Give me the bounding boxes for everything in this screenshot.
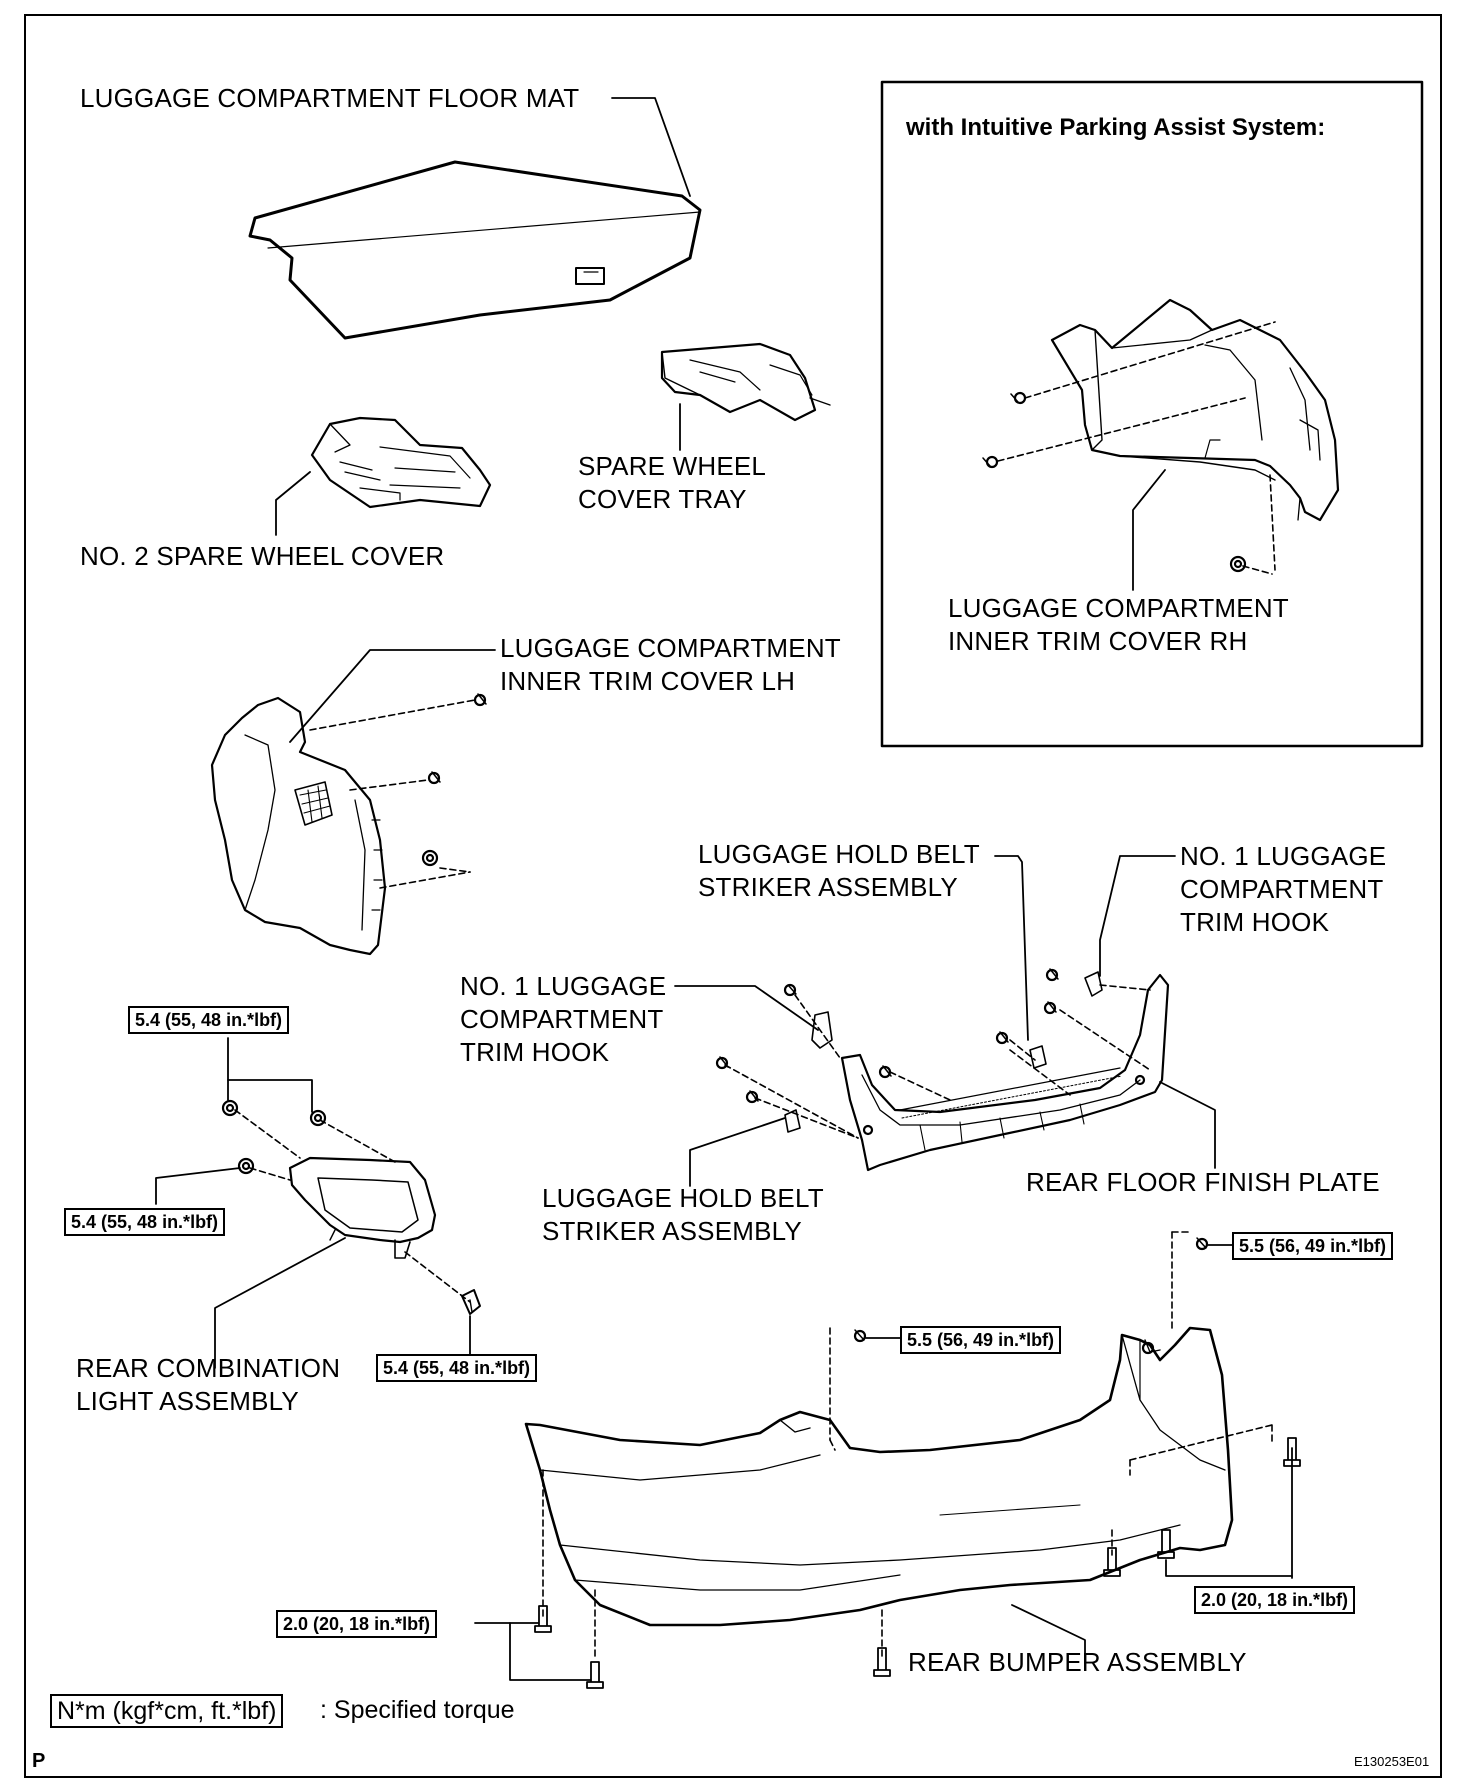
floor-mat-part [248, 160, 702, 340]
inner-trim-cover-lh-clips [421, 693, 487, 867]
label-no1-trim-hook-left: NO. 1 LUGGAGE COMPARTMENT TRIM HOOK [460, 971, 667, 1067]
no2-spare-wheel-cover-leader [275, 471, 311, 536]
floor-mat-leader [611, 97, 691, 197]
rear-bumper-part [524, 1326, 1234, 1627]
torque-light-left: 5.4 (55, 48 in.*lbf) [64, 1208, 226, 1236]
label-hold-belt-striker-bottom: LUGGAGE HOLD BELT STRIKER ASSEMBLY [542, 1183, 824, 1246]
torque-bumper-lower-left: 2.0 (20, 18 in.*lbf) [276, 1610, 438, 1638]
label-inner-trim-cover-lh: LUGGAGE COMPARTMENT INNER TRIM COVER LH [500, 633, 841, 696]
label-inner-trim-cover-rh: LUGGAGE COMPARTMENT INNER TRIM COVER RH [948, 593, 1289, 656]
inner-trim-cover-lh-leader [289, 649, 496, 743]
inner-trim-cover-lh-part [210, 696, 387, 956]
diagram-frame [24, 14, 1442, 1778]
rear-combination-light-part [288, 1156, 437, 1259]
combination-light-torque-leaders [155, 1037, 471, 1369]
legend-text: : Specified torque [320, 1696, 515, 1724]
label-no2-spare-wheel-cover: NO. 2 SPARE WHEEL COVER [80, 541, 445, 571]
label-floor-mat: LUGGAGE COMPARTMENT FLOOR MAT [80, 83, 580, 113]
combination-light-nuts-bolt [221, 1099, 481, 1315]
inner-trim-cover-rh-clips [982, 391, 1247, 573]
label-spare-wheel-cover-tray: SPARE WHEEL COVER TRAY [578, 451, 767, 514]
label-rear-combination-light: REAR COMBINATION LIGHT ASSEMBLY [76, 1353, 341, 1416]
rear-floor-finish-plate-part [840, 973, 1170, 1172]
torque-light-top: 5.4 (55, 48 in.*lbf) [128, 1006, 290, 1034]
figure-code: E130253E01 [1354, 1754, 1430, 1769]
legend-unit-box: N*m (kgf*cm, ft.*lbf) [50, 1694, 284, 1728]
finish-plate-leaders [674, 855, 1216, 1187]
inset-title: with Intuitive Parking Assist System: [906, 114, 1326, 141]
inner-trim-cover-rh-dashed-lines [997, 321, 1276, 575]
bumper-dashed-lines [542, 1231, 1273, 1661]
inner-trim-cover-rh-part [1050, 298, 1340, 522]
no2-spare-wheel-cover-part [310, 416, 492, 509]
label-rear-bumper: REAR BUMPER ASSEMBLY [908, 1647, 1247, 1677]
corner-letter: P [32, 1750, 46, 1772]
label-rear-floor-finish-plate: REAR FLOOR FINISH PLATE [1026, 1167, 1380, 1197]
torque-bumper-lower-right: 2.0 (20, 18 in.*lbf) [1194, 1586, 1356, 1614]
finish-plate-clips-screws [715, 968, 1103, 1133]
label-hold-belt-striker-top: LUGGAGE HOLD BELT STRIKER ASSEMBLY [698, 839, 980, 902]
spare-wheel-cover-tray-part [660, 342, 831, 422]
label-no1-trim-hook-right: NO. 1 LUGGAGE COMPARTMENT TRIM HOOK [1180, 841, 1387, 937]
inset-box [880, 80, 1424, 748]
bumper-screws-bolts [534, 1237, 1301, 1689]
inner-trim-cover-rh-leader [1132, 469, 1166, 591]
torque-bumper-upper-center: 5.5 (56, 49 in.*lbf) [900, 1326, 1062, 1354]
finish-plate-dashed-lines [724, 984, 1151, 1139]
bumper-leaders [474, 1244, 1293, 1681]
combination-light-dashed-lines [234, 1109, 471, 1303]
torque-light-bottom: 5.4 (55, 48 in.*lbf) [376, 1354, 538, 1382]
inner-trim-cover-lh-dashed-lines [309, 699, 476, 889]
torque-bumper-upper-right: 5.5 (56, 49 in.*lbf) [1232, 1232, 1394, 1260]
